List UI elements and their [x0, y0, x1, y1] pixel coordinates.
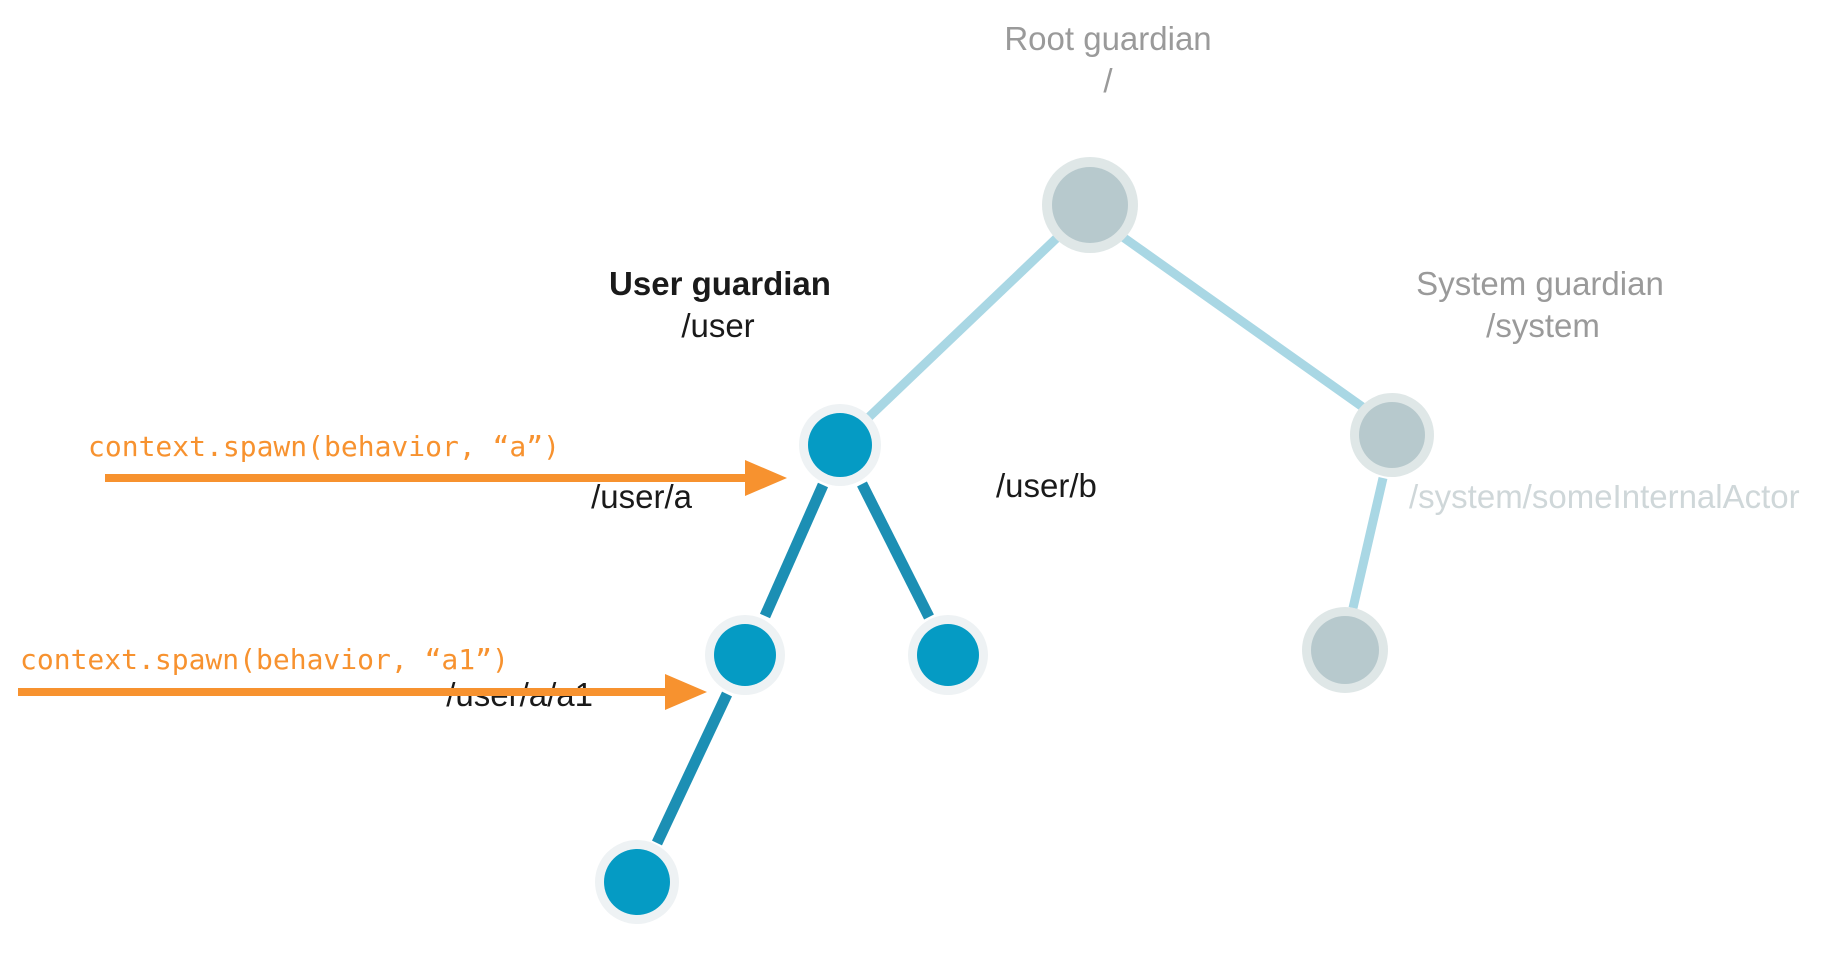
node-system-guardian[interactable]: [1359, 402, 1425, 468]
edge-root-system: [1117, 231, 1367, 412]
label-root-guardian-title: Root guardian: [1004, 20, 1212, 57]
label-system-guardian-title: System guardian: [1416, 265, 1664, 302]
node-user-a-a1[interactable]: [604, 849, 670, 915]
edge-user-usera: [759, 482, 829, 619]
edge-usera-usera-a1: [652, 691, 732, 846]
annotation-spawn-a-text: context.spawn(behavior, “a”): [88, 430, 561, 463]
annotation-spawn-a1-text: context.spawn(behavior, “a1”): [20, 643, 509, 676]
edge-root-user: [864, 229, 1066, 422]
label-system-guardian-path: /system: [1486, 307, 1600, 344]
node-user-b[interactable]: [917, 624, 979, 686]
label-user-b-path: /user/b: [996, 467, 1097, 504]
label-user-a-path: /user/a: [591, 478, 692, 515]
edge-user-userb: [857, 481, 934, 620]
node-user-guardian[interactable]: [808, 413, 872, 477]
node-root-guardian[interactable]: [1052, 167, 1128, 243]
edge-system-someinternalactor: [1348, 476, 1388, 610]
label-user-guardian-path: /user: [681, 307, 755, 344]
label-user-guardian-title: User guardian: [609, 265, 831, 302]
label-system-someinternalactor-path: /system/someInternalActor: [1409, 478, 1800, 515]
node-user-a[interactable]: [714, 624, 776, 686]
label-root-guardian-path: /: [1103, 62, 1113, 99]
node-system-someinternalactor[interactable]: [1311, 616, 1379, 684]
